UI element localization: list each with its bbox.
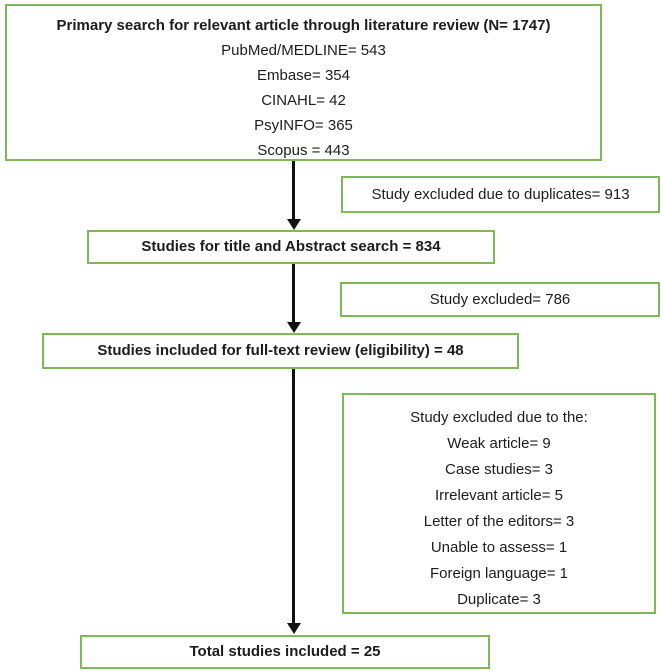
- reason-letter-editors: Letter of the editors= 3: [423, 513, 575, 530]
- reason-duplicate: Duplicate= 3: [457, 591, 541, 608]
- excluded-screening-label: Study excluded= 786: [429, 290, 571, 308]
- primary-search-box: Primary search for relevant article thro…: [5, 4, 602, 161]
- fulltext-review-label: Studies included for full-text review (e…: [97, 342, 464, 360]
- reason-foreign-language: Foreign language= 1: [429, 565, 569, 582]
- reason-case-studies: Case studies= 3: [445, 461, 553, 478]
- source-cinahl: CINAHL= 42: [261, 92, 346, 109]
- total-included-label: Total studies included = 25: [189, 643, 381, 661]
- arrow-line-3: [292, 369, 295, 623]
- fulltext-review-box: Studies included for full-text review (e…: [42, 333, 519, 369]
- excluded-screening-box: Study excluded= 786: [340, 282, 660, 317]
- arrow-head-1: [286, 219, 301, 230]
- source-scopus: Scopus = 443: [257, 142, 350, 159]
- source-psyinfo: PsyINFO= 365: [254, 117, 353, 134]
- arrow-line-2: [292, 264, 295, 322]
- total-included-box: Total studies included = 25: [80, 635, 490, 669]
- excluded-reasons-title: Study excluded due to the:: [410, 409, 588, 426]
- excluded-duplicates-box: Study excluded due to duplicates= 913: [341, 176, 660, 213]
- reason-unable-assess: Unable to assess= 1: [430, 539, 568, 556]
- reason-irrelevant-article: Irrelevant article= 5: [435, 487, 563, 504]
- arrow-line-1: [292, 161, 295, 219]
- excluded-reasons-box: Study excluded due to the: Weak article=…: [342, 393, 656, 614]
- title-abstract-label: Studies for title and Abstract search = …: [141, 238, 441, 256]
- reason-weak-article: Weak article= 9: [447, 435, 551, 452]
- source-embase: Embase= 354: [257, 67, 350, 84]
- excluded-duplicates-label: Study excluded due to duplicates= 913: [371, 185, 630, 203]
- source-pubmed: PubMed/MEDLINE= 543: [221, 42, 386, 59]
- arrow-head-2: [286, 322, 301, 333]
- arrow-head-3: [286, 623, 301, 634]
- title-abstract-box: Studies for title and Abstract search = …: [87, 230, 495, 264]
- primary-search-title: Primary search for relevant article thro…: [56, 17, 551, 34]
